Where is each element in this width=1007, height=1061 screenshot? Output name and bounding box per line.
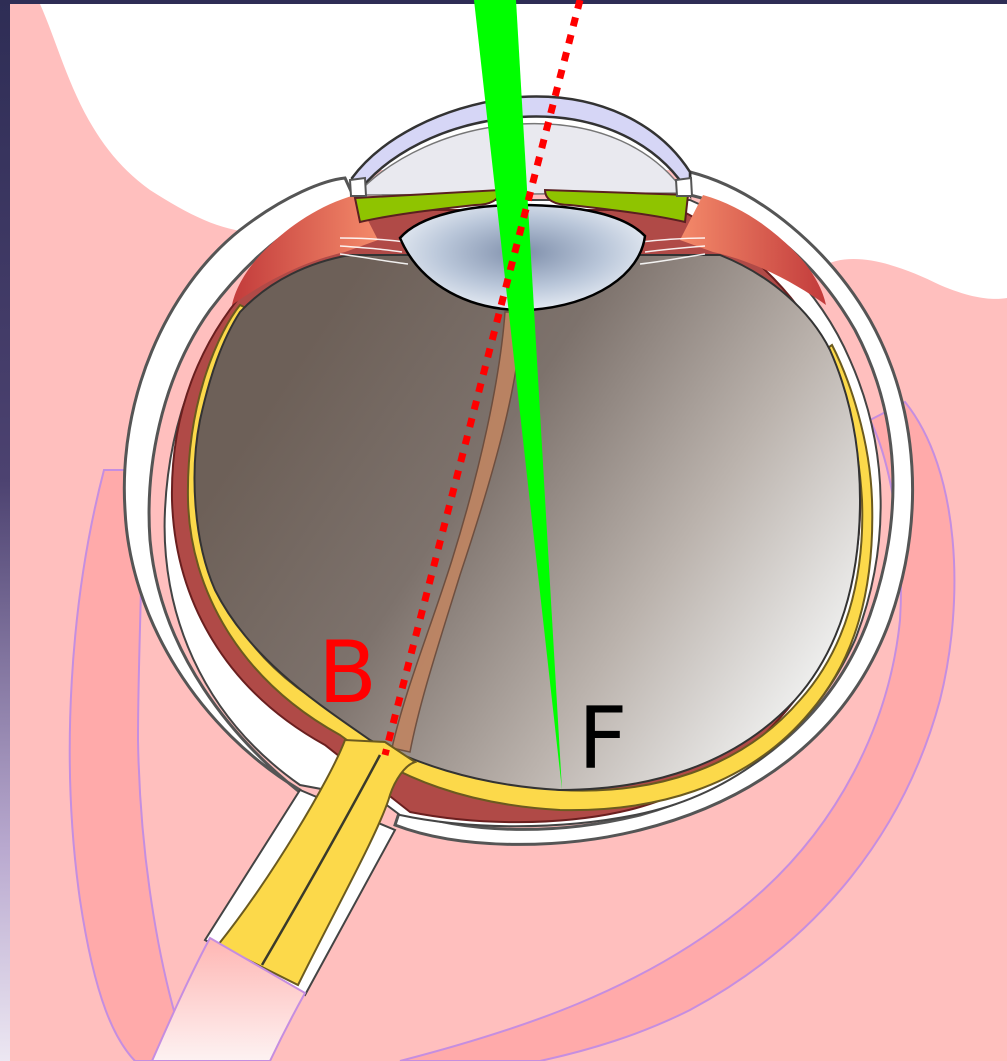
eyelid-tab-left [350,178,366,196]
blind-spot-label: B [318,623,377,723]
eyelid-tab-right [676,178,692,196]
fovea-label: F [578,689,627,789]
